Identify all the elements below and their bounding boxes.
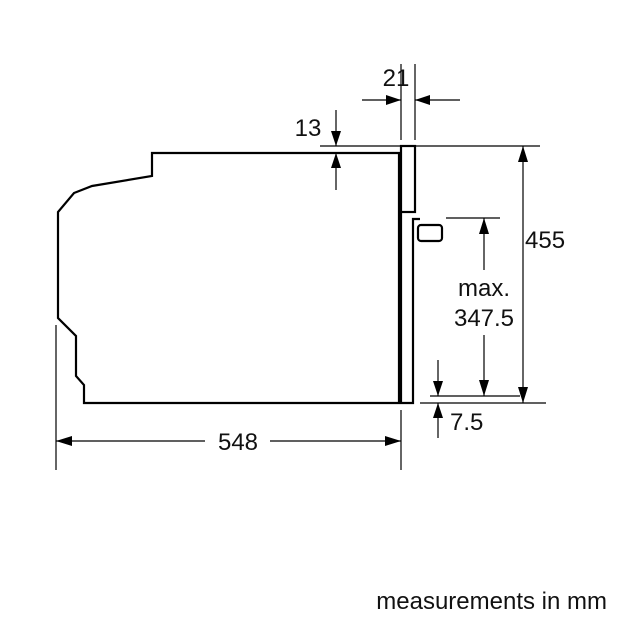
dim-455-arrow-down xyxy=(518,387,528,403)
dim-548-arrow-left xyxy=(56,436,72,446)
dim-21-label: 21 xyxy=(383,65,410,92)
dim-7-5-label: 7.5 xyxy=(450,409,483,436)
dim-347-max-label: max. xyxy=(458,275,510,302)
front-frame-top xyxy=(399,144,417,214)
door-handle xyxy=(416,223,444,243)
dim-7-5-arrow-down xyxy=(433,381,443,396)
dim-21-arrow-right xyxy=(415,95,430,105)
dim-548-arrow-right xyxy=(385,436,401,446)
dim-548-label: 548 xyxy=(218,429,258,456)
dim-21-arrow-left xyxy=(386,95,401,105)
dim-13-arrow-up xyxy=(331,153,341,168)
dim-455-label: 455 xyxy=(525,227,565,254)
front-frame-door xyxy=(399,212,420,405)
dim-347-value-label: 347.5 xyxy=(454,305,514,332)
oven-body-outline xyxy=(56,151,401,405)
dim-347-arrow-up xyxy=(479,218,489,234)
dim-455-arrow-up xyxy=(518,146,528,162)
dim-13-arrow-down xyxy=(331,131,341,146)
dim-13-label: 13 xyxy=(295,115,322,142)
dim-347-arrow-down xyxy=(479,380,489,396)
dim-7-5-arrow-up xyxy=(433,403,443,418)
units-caption: measurements in mm xyxy=(376,588,607,615)
